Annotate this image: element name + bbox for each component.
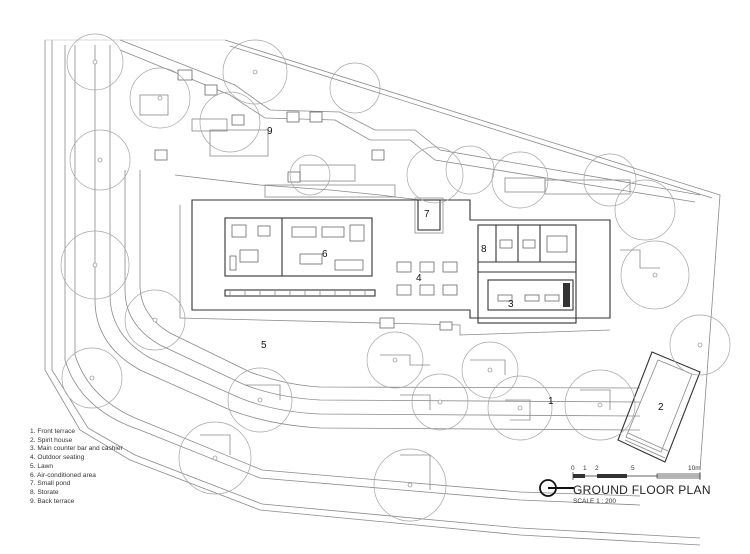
plan-scale: SCALE 1 : 200 xyxy=(573,498,616,505)
ac-room xyxy=(224,217,373,277)
room-number-4: 4 xyxy=(416,273,422,284)
outdoor-tables xyxy=(154,69,458,331)
room-number-9: 9 xyxy=(267,126,273,137)
legend-item: 2. Spirit house xyxy=(30,436,73,444)
trees xyxy=(60,33,731,522)
scale-bar xyxy=(572,472,701,480)
legend-item: 5. Lawn xyxy=(30,462,54,470)
scale-tick-label: 2 xyxy=(595,465,599,472)
legend-item: 4. Outdoor seating xyxy=(30,454,85,462)
site-boundary xyxy=(44,39,721,546)
back-terrace-edges xyxy=(119,39,701,203)
legend-item: 8. Storate xyxy=(30,488,59,496)
legend-item: 3. Main counter bar and cashier xyxy=(30,445,123,453)
room-number-labels: 1 2 3 4 5 6 7 8 9 xyxy=(261,126,664,413)
room-number-8: 8 xyxy=(481,244,487,255)
north-arrow xyxy=(539,479,574,497)
scale-tick-label: 1 xyxy=(583,465,587,472)
legend-item: 7. Small pond xyxy=(30,480,71,488)
room-number-5: 5 xyxy=(261,340,267,351)
spirit-house xyxy=(617,351,701,463)
legend-item: 6. Air-conditioned area xyxy=(30,471,96,479)
tree-grates xyxy=(200,249,660,490)
room-number-3: 3 xyxy=(508,299,514,310)
building-slab xyxy=(179,184,611,336)
legend-list: 1. Front terrace 2. Spirit house 3. Main… xyxy=(30,428,123,506)
scale-tick-label: 10m xyxy=(688,465,701,472)
room-number-2: 2 xyxy=(658,402,664,413)
planter-strip xyxy=(224,289,376,297)
counter-bar-block xyxy=(477,224,577,324)
room-number-7: 7 xyxy=(424,209,430,220)
scale-tick-label: 5 xyxy=(631,465,635,472)
scale-tick-label: 0 xyxy=(571,465,575,472)
legend-item: 1. Front terrace xyxy=(30,428,76,435)
plan-title: GROUND FLOOR PLAN xyxy=(573,483,711,497)
room-number-6: 6 xyxy=(322,249,328,260)
room-number-1: 1 xyxy=(548,396,554,407)
driveway xyxy=(64,45,641,506)
legend-item: 9. Back terrace xyxy=(30,497,75,505)
